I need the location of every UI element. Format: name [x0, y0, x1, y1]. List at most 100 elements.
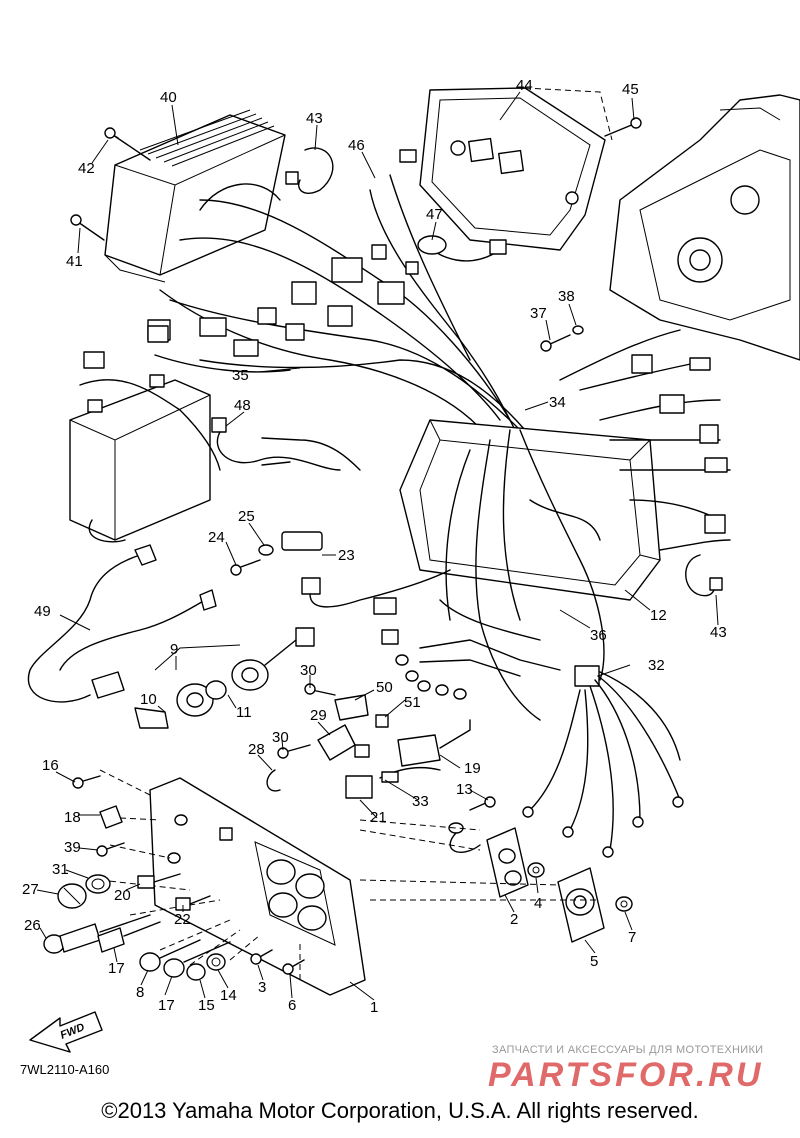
callout-23: 23	[338, 547, 355, 564]
callout-29: 29	[310, 707, 327, 724]
ring-31	[85, 874, 111, 894]
callout-25: 25	[238, 508, 255, 525]
callout-24: 24	[208, 529, 225, 546]
callout-40: 40	[160, 89, 177, 106]
watermark-logo: PARTSFOR.RU	[488, 1056, 764, 1094]
knob-27	[57, 883, 87, 909]
part-44-circuit-box	[419, 87, 613, 251]
parts-9-10-11	[134, 627, 315, 729]
callout-7: 7	[628, 929, 636, 946]
lamp-26	[43, 914, 151, 954]
callout-33: 33	[412, 793, 429, 810]
screw-39	[96, 842, 125, 857]
parts-17a-8	[97, 921, 201, 972]
part-12-panel-frame	[399, 419, 661, 601]
callout-28: 28	[248, 741, 265, 758]
clamp-43-top	[298, 147, 334, 194]
callout-21: 21	[370, 809, 387, 826]
cable-49	[27, 544, 217, 703]
callout-17-lower: 17	[158, 997, 175, 1014]
battery	[69, 325, 291, 543]
copyright-notice: ©2013 Yamaha Motor Corporation, U.S.A. A…	[101, 1098, 699, 1123]
bolt-41	[70, 214, 105, 241]
callout-15: 15	[198, 997, 215, 1014]
callout-19: 19	[464, 760, 481, 777]
callout-1: 1	[370, 999, 378, 1016]
callout-16: 16	[42, 757, 59, 774]
bolt-45	[604, 117, 642, 137]
breaker-19	[397, 719, 471, 767]
outlet-5	[557, 867, 605, 943]
callout-30-lower: 30	[272, 729, 289, 746]
callout-4: 4	[534, 895, 542, 912]
outlet-2	[486, 827, 529, 898]
parts-17b-14-15	[163, 941, 231, 981]
bolt-37	[540, 334, 571, 352]
parts-20-22	[137, 873, 211, 911]
callout-42: 42	[78, 160, 95, 177]
callout-30: 30	[300, 662, 317, 679]
callout-10: 10	[140, 691, 157, 708]
callout-2: 2	[510, 911, 518, 928]
callout-9: 9	[170, 641, 178, 658]
nut-4	[527, 862, 545, 878]
callout-45: 45	[622, 81, 639, 98]
wire-harness-32	[419, 639, 684, 858]
callout-12: 12	[650, 607, 667, 624]
switch-21	[345, 775, 373, 799]
callout-44: 44	[516, 77, 533, 94]
parts-28-29-30-50-51	[266, 683, 389, 792]
callout-22: 22	[174, 911, 191, 928]
fwd-arrow-icon: FWD	[29, 1011, 103, 1053]
diagram-part-code: 7WL2110-A160	[20, 1062, 110, 1077]
leader-lines-right	[359, 819, 600, 901]
washer-25	[258, 544, 274, 556]
callout-31: 31	[52, 861, 69, 878]
callout-20: 20	[114, 887, 131, 904]
callout-50: 50	[376, 679, 393, 696]
callout-35: 35	[232, 367, 249, 384]
nut-7	[615, 896, 633, 912]
washer-38	[572, 325, 584, 335]
callout-8: 8	[136, 984, 144, 1001]
callout-leaders	[36, 91, 719, 1001]
callout-26: 26	[24, 917, 41, 934]
lead-33	[379, 766, 441, 783]
callout-37: 37	[530, 305, 547, 322]
callout-38: 38	[558, 288, 575, 305]
callout-41: 41	[66, 253, 83, 270]
grommet-47	[417, 235, 447, 255]
screw-24	[230, 559, 261, 576]
callout-49: 49	[34, 603, 51, 620]
callout-51: 51	[404, 694, 421, 711]
screws-3-6	[250, 949, 305, 975]
callout-27: 27	[22, 881, 39, 898]
right-connectors	[631, 354, 728, 534]
connector-48	[211, 417, 361, 471]
callout-46: 46	[348, 137, 365, 154]
callout-36: 36	[590, 627, 607, 644]
callout-47: 47	[426, 206, 443, 223]
callout-18: 18	[64, 809, 81, 826]
callout-labels: 40 42 41 43 46 44 45 47 37 38 35 34 48 2…	[22, 77, 727, 1016]
callout-34: 34	[549, 394, 566, 411]
terminals	[373, 597, 467, 700]
callout-14: 14	[220, 987, 237, 1004]
part-1-control-panel	[149, 777, 366, 996]
cover-23	[281, 531, 451, 608]
knob-18	[99, 805, 123, 829]
callout-48: 48	[234, 397, 251, 414]
callout-39: 39	[64, 839, 81, 856]
callout-5: 5	[590, 953, 598, 970]
engine-crankcase	[609, 94, 800, 361]
callout-6: 6	[288, 997, 296, 1014]
callout-11: 11	[236, 704, 252, 721]
screw-16	[72, 775, 101, 789]
watermark-tagline: ЗАПЧАСТИ И АКСЕССУАРЫ ДЛЯ МОТОТЕХНИКИ	[492, 1044, 764, 1056]
callout-43-right: 43	[710, 624, 727, 641]
callout-43: 43	[306, 110, 323, 127]
callout-17: 17	[108, 960, 125, 977]
part-40-control-unit	[104, 109, 286, 283]
callout-32: 32	[648, 657, 665, 674]
